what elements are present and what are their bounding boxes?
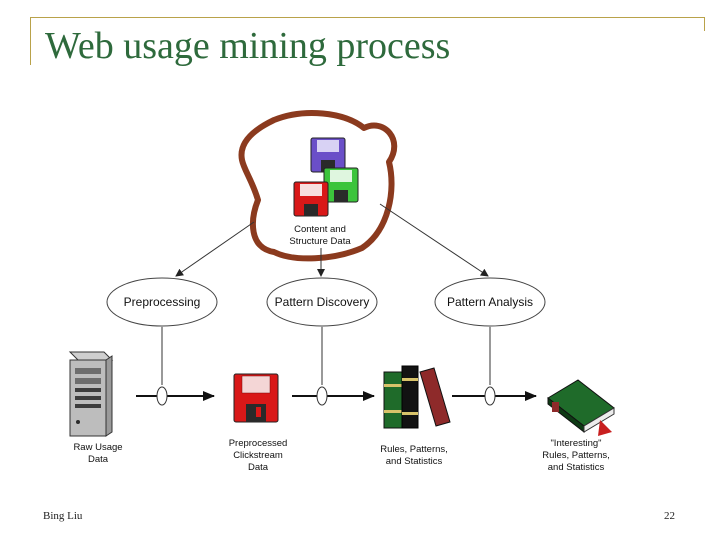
floppy-disks-icon: [293, 137, 359, 217]
process-label-preprocessing: Preprocessing: [123, 295, 201, 309]
stage-label-interesting: "Interesting" Rules, Patterns, and Stati…: [542, 438, 610, 473]
stage-label-preprocessed: Preprocessed Clickstream Data: [228, 438, 288, 473]
content-scribble: [238, 110, 398, 262]
title-frame-top: [30, 17, 705, 18]
process-label-pattern-discovery: Pattern Discovery: [274, 295, 370, 309]
book-icon: [547, 379, 615, 436]
stage-label-raw-usage: Raw Usage Data: [73, 442, 123, 465]
books-icon: [383, 365, 451, 429]
slide-title: Web usage mining process: [45, 25, 451, 67]
server-icon: [68, 351, 114, 437]
title-frame-left: [30, 17, 31, 65]
footer-author: Bing Liu: [43, 510, 83, 522]
stage-label-rules: Rules, Patterns, and Statistics: [380, 444, 448, 467]
page-number: 22: [664, 510, 675, 522]
content-data-label: Content and Structure Data: [289, 224, 351, 247]
floppy-disk-icon: [233, 373, 279, 423]
process-label-pattern-analysis: Pattern Analysis: [446, 295, 534, 309]
title-frame-right: [704, 17, 705, 31]
web-usage-mining-diagram: Content and Structure Data Preprocessing…: [44, 100, 701, 485]
